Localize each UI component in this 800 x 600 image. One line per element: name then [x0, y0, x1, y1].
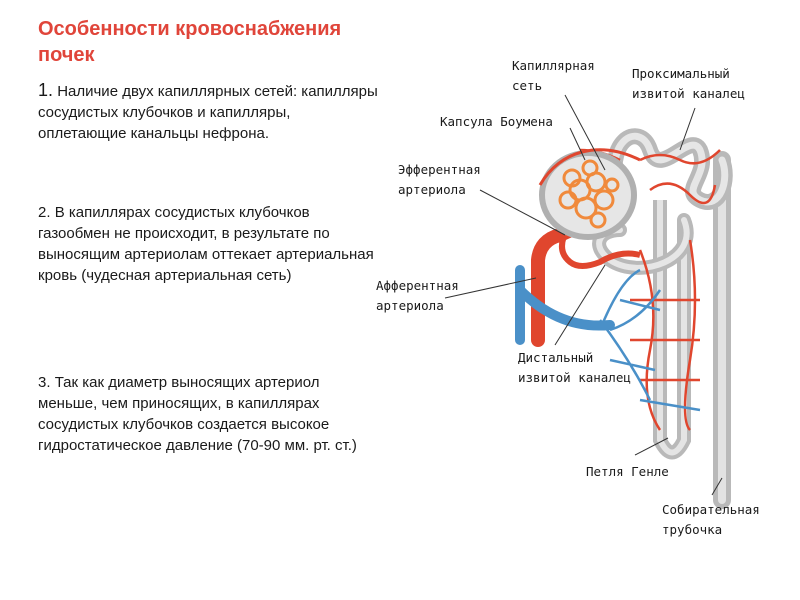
label-bowman-capsule: Капсула Боумена	[440, 114, 553, 129]
point-2: 2. В капиллярах сосудистых клубочков газ…	[38, 202, 378, 286]
label-loop-of-henle: Петля Генле	[586, 464, 669, 479]
label-capillary-net: Капиллярная сеть	[512, 58, 595, 93]
label-afferent-arteriole: Афферентная артериола	[376, 278, 459, 313]
label-efferent-arteriole: Эфферентная артериола	[398, 162, 481, 197]
glomerulus	[558, 159, 620, 229]
page-title: Особенности кровоснабжения почек	[38, 18, 342, 66]
point-1: 1. Наличие двух капиллярных сетей: капил…	[38, 80, 378, 144]
point-number: 2.	[38, 204, 51, 221]
point-text: Так как диаметр выносящих артериол меньш…	[38, 374, 357, 454]
point-3: 3. Так как диаметр выносящих артериол ме…	[38, 372, 378, 456]
point-number: 3.	[38, 374, 51, 391]
capillary-network-arc	[538, 148, 641, 186]
point-text: Наличие двух капиллярных сетей: капилляр…	[38, 83, 378, 142]
label-distal-tubule: Дистальный извитой каналец	[518, 350, 631, 385]
leader-lines	[444, 94, 723, 496]
afferent-arteriole	[531, 221, 582, 347]
peritubular-capillaries-venous	[598, 268, 701, 412]
point-number: 1.	[38, 80, 54, 100]
label-proximal-tubule: Проксимальный извитой каналец	[632, 66, 745, 101]
point-text: В капиллярах сосудистых клубочков газооб…	[38, 204, 374, 284]
efferent-arteriole	[559, 226, 641, 269]
label-collecting-duct: Собирательная трубочка	[662, 502, 760, 537]
peritubular-capillaries-arterial	[579, 148, 721, 431]
